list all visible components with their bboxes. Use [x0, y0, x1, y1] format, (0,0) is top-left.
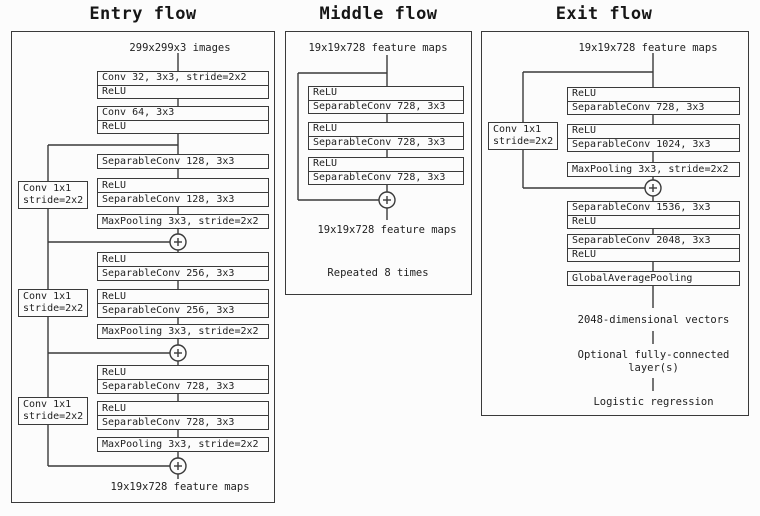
- exit-relu-sepconv728-block: ReLU SeparableConv 728, 3x3: [567, 87, 740, 115]
- layer-label: SeparableConv 728, 3x3: [98, 379, 268, 393]
- middle-relu-sepconv728-block-2: ReLU SeparableConv 728, 3x3: [308, 122, 464, 150]
- entry-skip-conv-box-3: Conv 1x1 stride=2x2: [18, 397, 88, 425]
- layer-label: ReLU: [102, 253, 127, 265]
- entry-output-label: 19x19x728 feature maps: [110, 481, 250, 493]
- exit-flow-panel: [481, 31, 749, 416]
- entry-conv32-block: Conv 32, 3x3, stride=2x2 ReLU: [97, 71, 269, 99]
- layer-label: SeparableConv 728, 3x3: [309, 170, 463, 185]
- layer-label: ReLU: [572, 125, 597, 137]
- entry-skip-conv-box-2: Conv 1x1 stride=2x2: [18, 289, 88, 317]
- entry-relu-sepconv256-block-2: ReLU SeparableConv 256, 3x3: [97, 289, 269, 318]
- layer-label: ReLU: [102, 179, 127, 191]
- layer-label: MaxPooling 3x3, stride=2x2: [572, 163, 729, 175]
- exit-optional-fc-line-2: layer(s): [628, 362, 679, 374]
- middle-output-label: 19x19x728 feature maps: [317, 224, 457, 236]
- layer-label: SeparableConv 128, 3x3: [102, 155, 235, 167]
- layer-label: SeparableConv 2048, 3x3: [572, 235, 711, 247]
- skip-conv-stride-label: stride=2x2: [493, 136, 554, 147]
- layer-label: ReLU: [568, 214, 739, 229]
- entry-conv64-block: Conv 64, 3x3 ReLU: [97, 106, 269, 134]
- layer-label: SeparableConv 728, 3x3: [568, 100, 739, 115]
- entry-skip-conv-box-1: Conv 1x1 stride=2x2: [18, 181, 88, 209]
- exit-vectors-label: 2048-dimensional vectors: [577, 314, 730, 326]
- exit-skip-conv-box: Conv 1x1 stride=2x2: [488, 122, 558, 150]
- layer-label: ReLU: [102, 290, 127, 302]
- entry-flow-title: Entry flow: [89, 4, 197, 24]
- skip-conv-stride-label: stride=2x2: [23, 303, 84, 314]
- exit-flow-connectors: [522, 53, 654, 391]
- exit-merge-add-icon: [644, 179, 662, 197]
- layer-label: SeparableConv 128, 3x3: [98, 192, 268, 206]
- entry-merge-add-icon-2: [169, 344, 187, 362]
- middle-repeat-note: Repeated 8 times: [327, 267, 429, 279]
- exit-sepconv2048-block: SeparableConv 2048, 3x3 ReLU: [567, 234, 740, 262]
- entry-maxpool-block-3: MaxPooling 3x3, stride=2x2: [97, 437, 269, 452]
- middle-relu-sepconv728-block-3: ReLU SeparableConv 728, 3x3: [308, 157, 464, 185]
- entry-relu-sepconv128-block: ReLU SeparableConv 128, 3x3: [97, 178, 269, 207]
- layer-label: Conv 64, 3x3: [102, 107, 175, 119]
- middle-flow-panel: [285, 31, 472, 295]
- layer-label: ReLU: [572, 88, 597, 100]
- entry-relu-sepconv728-block-2: ReLU SeparableConv 728, 3x3: [97, 401, 269, 430]
- entry-merge-add-icons: [169, 233, 187, 475]
- middle-merge-add-icon: [378, 191, 396, 209]
- entry-maxpool-block-1: MaxPooling 3x3, stride=2x2: [97, 214, 269, 229]
- layer-label: ReLU: [568, 247, 739, 262]
- entry-relu-sepconv728-block-1: ReLU SeparableConv 728, 3x3: [97, 365, 269, 394]
- exit-flow-title: Exit flow: [555, 4, 653, 24]
- layer-label: Conv 32, 3x3, stride=2x2: [102, 72, 247, 84]
- layer-label: ReLU: [313, 158, 338, 170]
- layer-label: MaxPooling 3x3, stride=2x2: [102, 438, 259, 450]
- skip-conv-label: Conv 1x1: [23, 399, 72, 410]
- layer-label: ReLU: [98, 84, 268, 99]
- layer-label: SeparableConv 256, 3x3: [98, 303, 268, 317]
- entry-maxpool-block-2: MaxPooling 3x3, stride=2x2: [97, 324, 269, 339]
- exit-maxpool-block: MaxPooling 3x3, stride=2x2: [567, 162, 740, 177]
- layer-label: SeparableConv 1536, 3x3: [572, 202, 711, 214]
- exit-relu-sepconv1024-block: ReLU SeparableConv 1024, 3x3: [567, 124, 740, 152]
- entry-sepconv128-block: SeparableConv 128, 3x3: [97, 154, 269, 169]
- skip-conv-stride-label: stride=2x2: [23, 411, 84, 422]
- layer-label: ReLU: [102, 366, 127, 378]
- layer-label: ReLU: [98, 119, 268, 134]
- middle-relu-sepconv728-block-1: ReLU SeparableConv 728, 3x3: [308, 86, 464, 114]
- layer-label: SeparableConv 256, 3x3: [98, 266, 268, 280]
- entry-merge-add-icon-3: [169, 457, 187, 475]
- layer-label: SeparableConv 1024, 3x3: [568, 137, 739, 152]
- exit-optional-fc-line-1: Optional fully-connected: [577, 349, 730, 361]
- layer-label: MaxPooling 3x3, stride=2x2: [102, 215, 259, 227]
- layer-label: SeparableConv 728, 3x3: [309, 135, 463, 150]
- middle-flow-title: Middle flow: [319, 4, 438, 24]
- skip-conv-stride-label: stride=2x2: [23, 195, 84, 206]
- layer-label: ReLU: [313, 123, 338, 135]
- layer-label: GlobalAveragePooling: [572, 272, 693, 284]
- layer-label: SeparableConv 728, 3x3: [309, 99, 463, 114]
- exit-sepconv1536-block: SeparableConv 1536, 3x3 ReLU: [567, 201, 740, 229]
- middle-flow-connectors: [297, 55, 388, 220]
- skip-conv-label: Conv 1x1: [493, 124, 542, 135]
- middle-input-label: 19x19x728 feature maps: [308, 42, 448, 54]
- entry-input-label: 299x299x3 images: [129, 42, 231, 54]
- layer-label: ReLU: [102, 402, 127, 414]
- entry-relu-sepconv256-block-1: ReLU SeparableConv 256, 3x3: [97, 252, 269, 281]
- exit-globalavgpool-block: GlobalAveragePooling: [567, 271, 740, 286]
- skip-conv-label: Conv 1x1: [23, 291, 72, 302]
- layer-label: MaxPooling 3x3, stride=2x2: [102, 325, 259, 337]
- entry-flow-panel: [11, 31, 275, 503]
- entry-merge-add-icon-1: [169, 233, 187, 251]
- skip-conv-label: Conv 1x1: [23, 183, 72, 194]
- exit-optional-fc-label: Optional fully-connected layer(s): [560, 349, 747, 375]
- exit-logistic-regression-label: Logistic regression: [593, 396, 714, 408]
- layer-label: ReLU: [313, 87, 338, 99]
- layer-label: SeparableConv 728, 3x3: [98, 415, 268, 429]
- exit-input-label: 19x19x728 feature maps: [578, 42, 718, 54]
